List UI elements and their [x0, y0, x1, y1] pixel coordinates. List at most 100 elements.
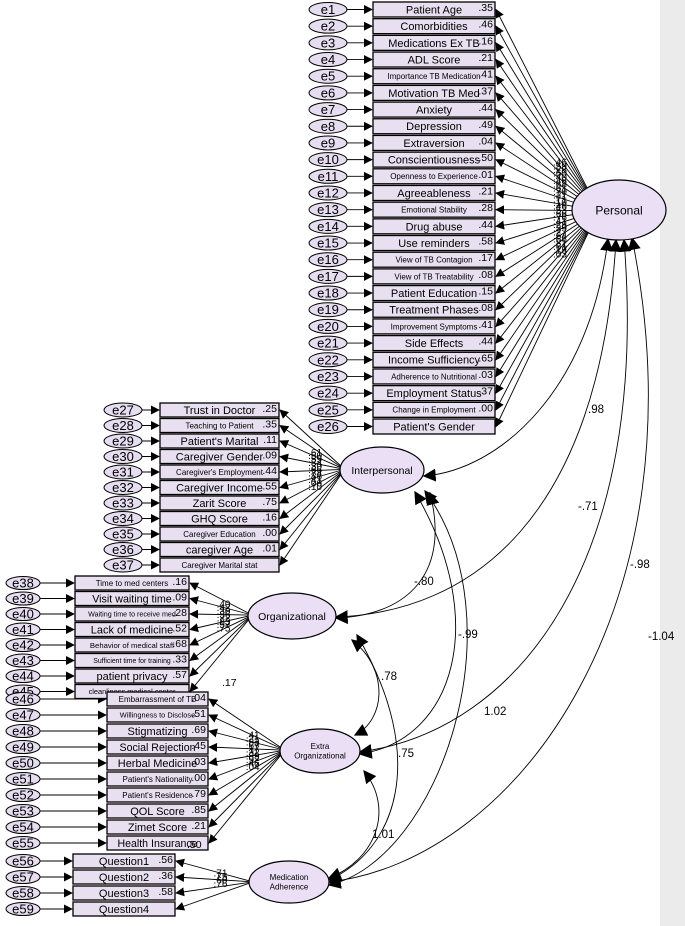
loading-value: .75	[217, 624, 231, 635]
error-label: e28	[112, 418, 134, 433]
variance-value: .00	[262, 527, 277, 539]
path-coefficients: .35.46.46.59.16.28.21.60.41.40.37.46.44.…	[158, 2, 674, 898]
loading-value: .74	[308, 468, 322, 479]
variance-value: .21	[478, 185, 493, 197]
error-term: e4	[308, 52, 348, 68]
correlation-path	[327, 236, 649, 888]
loading-path	[189, 615, 251, 646]
error-label: e1	[321, 2, 335, 17]
variable-label: View of TB Contagion	[395, 256, 472, 265]
loading-value: .46	[246, 759, 260, 770]
loading-value: .66	[553, 235, 567, 246]
error-label: e18	[317, 286, 339, 301]
loading-value: .81	[553, 238, 567, 249]
error-label: e8	[321, 119, 335, 134]
loading-path	[175, 858, 251, 882]
loading-path	[189, 609, 251, 619]
loading-value: .61	[553, 242, 567, 253]
error-label: e23	[317, 369, 339, 384]
observed-variable: Improvement Symptoms	[372, 318, 496, 335]
latent-personal: Personal	[571, 179, 667, 241]
variance-value: .68	[172, 638, 187, 650]
correlation-value: -.71	[578, 501, 598, 513]
error-label: e53	[12, 804, 34, 819]
observed-variable: Patient's Residence	[106, 787, 209, 803]
loading-value: .10	[308, 482, 322, 493]
error-label: e58	[12, 886, 34, 901]
loading-value: .21	[246, 734, 260, 745]
loading-value: .42	[217, 603, 231, 614]
observed-variable: Use reminders	[372, 234, 496, 252]
error-label: e15	[317, 236, 339, 251]
observed-variable: patient privacy	[74, 668, 190, 684]
error-term: e30	[103, 449, 143, 464]
error-label: e34	[112, 511, 134, 526]
loading-value: .03	[553, 249, 567, 260]
error-label: e5	[321, 69, 335, 84]
error-term: e40	[5, 607, 41, 622]
error-term: e6	[308, 85, 348, 101]
variance-value: .08	[478, 269, 493, 281]
loading-value: .41	[553, 216, 567, 227]
loading-value: .30	[308, 461, 322, 472]
variance-value: .04	[478, 135, 493, 147]
variable-label: Question3	[99, 888, 149, 900]
error-label: e30	[112, 449, 134, 464]
observed-variable: Sufficient time for training	[74, 652, 190, 669]
variable-label: Social Rejection	[120, 742, 196, 754]
error-label: e55	[12, 836, 34, 851]
variable-label: Side Effects	[405, 338, 464, 350]
observed-variable: Question4	[72, 901, 176, 917]
error-term: e42	[5, 638, 41, 653]
error-label: e19	[317, 302, 339, 317]
loading-value: .04	[246, 762, 260, 773]
error-term: e27	[103, 402, 143, 418]
error-term: e51	[5, 772, 41, 787]
error-term: e16	[308, 252, 348, 268]
variance-value: .21	[191, 820, 206, 832]
loading-path	[495, 217, 596, 411]
variable-label: GHQ Score	[191, 513, 248, 525]
observed-variable: Employment Status	[372, 384, 496, 402]
latent-label: Personal	[595, 203, 642, 217]
observed-variable: GHQ Score	[159, 510, 280, 527]
error-label: e59	[12, 902, 34, 917]
variable-label: Question1	[99, 856, 149, 868]
scrollbar-track[interactable]	[660, 0, 685, 926]
variable-label: View of TB Treatability	[394, 272, 473, 281]
loading-value: .30	[217, 607, 231, 618]
variance-value: .45	[191, 740, 206, 752]
observed-variable: Patient Age	[372, 1, 496, 18]
latent-organizational: Organizational	[247, 592, 337, 640]
loading-value: .41	[308, 475, 322, 486]
error-label: e44	[12, 669, 34, 684]
error-label: e20	[317, 319, 339, 334]
variable-label: Visit waiting time	[92, 593, 172, 605]
loading-path	[208, 751, 283, 796]
error-term: e33	[103, 495, 143, 511]
observed-variable: Treatment Phases	[372, 301, 496, 318]
observed-variable: Adherence to Nutritional	[372, 368, 496, 385]
correlation-value: .98	[588, 404, 604, 416]
loading-path	[208, 752, 283, 812]
error-term: e46	[5, 692, 41, 707]
error-terms: e1e2e3e4e5e6e7e8e9e10e11e12e13e14e15e16e…	[5, 2, 348, 917]
loading-path	[495, 58, 596, 206]
error-label: e29	[112, 434, 134, 449]
error-term: e17	[308, 268, 348, 284]
variable-label: Caregiver Marital stat	[181, 561, 258, 570]
variance-value: .28	[172, 607, 187, 619]
correlation-value: -1.04	[648, 631, 675, 643]
variable-label: Caregiver's Employment	[176, 468, 264, 477]
variable-label: Patient's Marital	[181, 436, 259, 448]
error-term: e44	[5, 669, 41, 684]
observed-variable: Caregiver Gender	[159, 448, 280, 465]
error-label: e25	[317, 402, 339, 417]
variable-label: Importance TB Medication	[387, 72, 480, 81]
error-label: e24	[317, 386, 339, 401]
variable-label: Adherence to Nutritional	[391, 372, 477, 381]
variance-value: .50	[187, 839, 202, 851]
variable-label: Zarit Score	[193, 498, 247, 510]
